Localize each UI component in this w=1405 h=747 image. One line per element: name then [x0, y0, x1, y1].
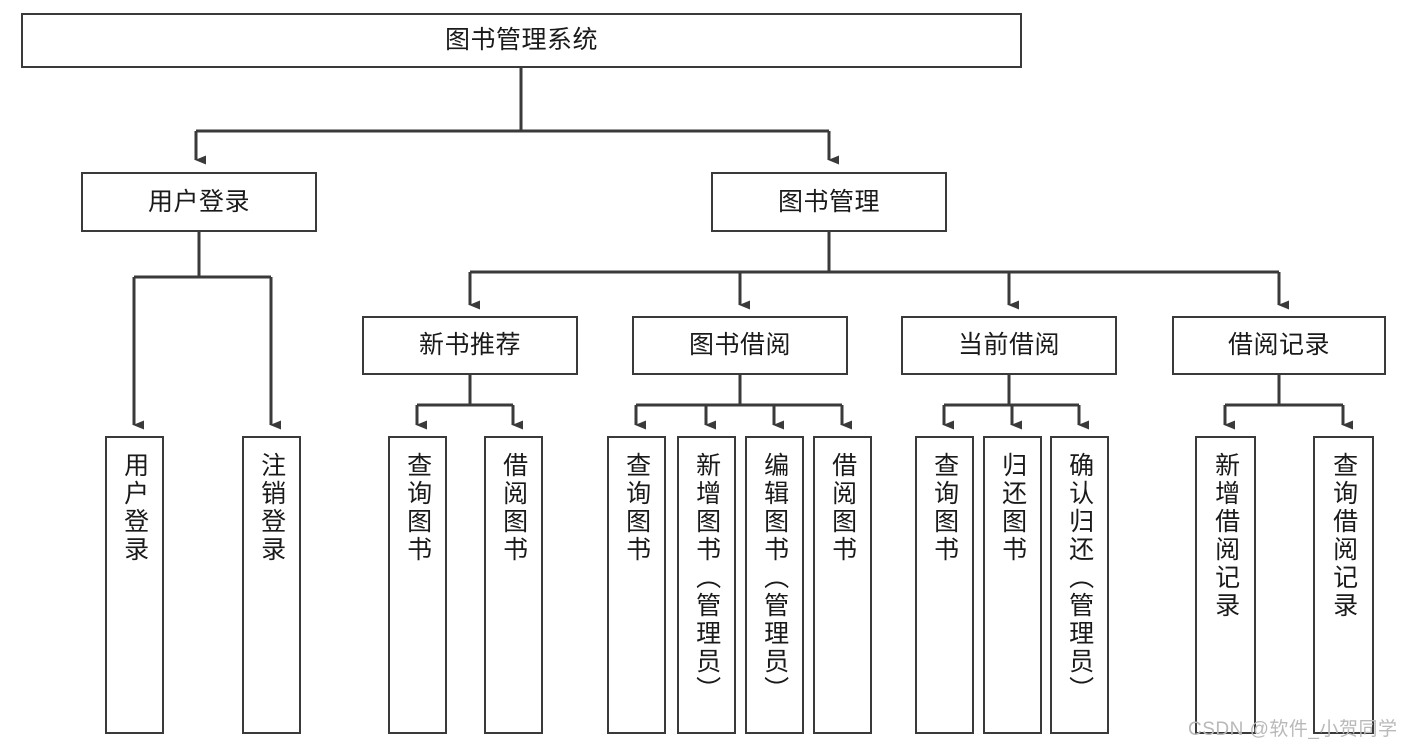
leaf-user-login-login[interactable]: 用户登录: [105, 436, 164, 734]
node-label: 查询图书: [930, 452, 959, 564]
node-user-login[interactable]: 用户登录: [81, 172, 317, 232]
node-borrow-record[interactable]: 借阅记录: [1172, 316, 1386, 375]
node-label: 新增借阅记录: [1211, 452, 1240, 620]
node-root-book-management-system[interactable]: 图书管理系统: [21, 13, 1022, 68]
node-label: 借阅记录: [1227, 331, 1330, 360]
node-label: 图书管理系统: [444, 26, 598, 55]
node-label: 当前借阅: [957, 331, 1060, 360]
node-current-borrow[interactable]: 当前借阅: [901, 316, 1117, 375]
node-label: 新书推荐: [418, 331, 521, 360]
leaf-current-return-book[interactable]: 归还图书: [983, 436, 1042, 734]
leaf-user-login-logout[interactable]: 注销登录: [242, 436, 301, 734]
node-label: 图书管理: [777, 187, 880, 216]
node-label: 确认归还（管理员）: [1065, 452, 1094, 704]
node-book-borrow[interactable]: 图书借阅: [632, 316, 848, 375]
leaf-borrow-edit-book-admin[interactable]: 编辑图书（管理员）: [745, 436, 804, 734]
csdn-watermark: CSDN @软件_小贺同学: [1188, 719, 1398, 740]
node-label: 用户登录: [120, 452, 149, 564]
node-label: 查询图书: [403, 452, 432, 564]
node-label: 查询借阅记录: [1329, 452, 1358, 620]
node-label: 归还图书: [998, 452, 1027, 564]
node-label: 查询图书: [622, 452, 651, 564]
node-label: 注销登录: [257, 452, 286, 564]
node-label: 编辑图书（管理员）: [760, 452, 789, 704]
leaf-current-confirm-return-admin[interactable]: 确认归还（管理员）: [1050, 436, 1109, 734]
leaf-new-book-query[interactable]: 查询图书: [388, 436, 447, 734]
leaf-new-book-borrow[interactable]: 借阅图书: [484, 436, 543, 734]
node-label: 借阅图书: [499, 452, 528, 564]
node-book-management[interactable]: 图书管理: [711, 172, 947, 232]
node-new-book-recommend[interactable]: 新书推荐: [362, 316, 578, 375]
node-label: 用户登录: [147, 187, 250, 216]
leaf-current-query-book[interactable]: 查询图书: [915, 436, 974, 734]
leaf-borrow-query-book[interactable]: 查询图书: [607, 436, 666, 734]
node-label: 图书借阅: [688, 331, 791, 360]
leaf-record-add-record[interactable]: 新增借阅记录: [1195, 436, 1256, 734]
leaf-borrow-add-book-admin[interactable]: 新增图书（管理员）: [677, 436, 736, 734]
leaf-record-query-record[interactable]: 查询借阅记录: [1313, 436, 1374, 734]
node-label: 借阅图书: [828, 452, 857, 564]
leaf-borrow-borrow-book[interactable]: 借阅图书: [813, 436, 872, 734]
node-label: 新增图书（管理员）: [692, 452, 721, 704]
